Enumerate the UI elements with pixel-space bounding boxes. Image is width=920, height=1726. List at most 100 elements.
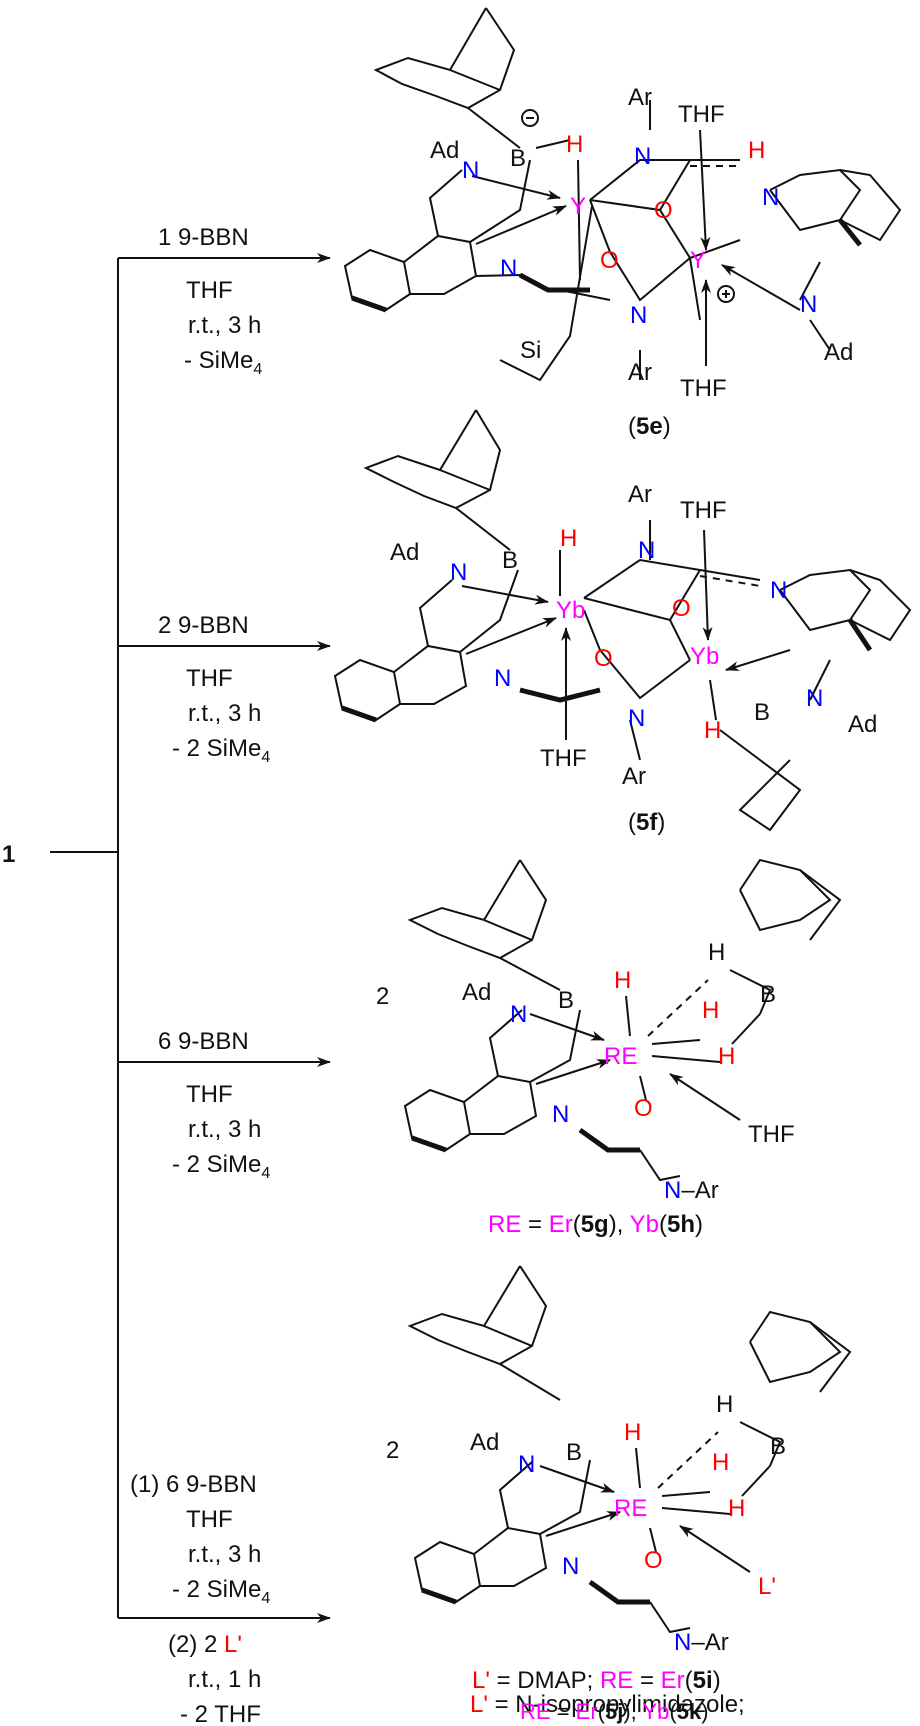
thf-bottom: THF xyxy=(680,375,727,402)
step1-byproduct: - 2 SiMe4 xyxy=(172,1576,270,1607)
o-atom: O xyxy=(594,645,613,672)
solvent-2: THF xyxy=(186,665,233,692)
caption-5jk: RE = Er(5j), Yb(5k) xyxy=(520,1699,709,1724)
product-5gh: 2 Ad N B H RE N O N–Ar H H B H THF RE = … xyxy=(376,858,842,1238)
product-5e: Ad N B H Y N O Si N Ar Ar N THF H O Y N … xyxy=(343,7,902,440)
ad-label: Ad xyxy=(430,137,459,164)
step2-temp: r.t., 1 h xyxy=(188,1666,261,1693)
n-imine: N xyxy=(450,559,467,586)
h-atom-2: H xyxy=(702,997,719,1024)
h-atom-2: H xyxy=(712,1449,729,1476)
product-5f: Ad N B H Yb N O THF N Ar Ar N THF O Yb N… xyxy=(333,409,912,836)
reagent-1: 1 9-BBN xyxy=(158,224,249,251)
conditions-1: 1 9-BBN THF r.t., 3 h - SiMe4 xyxy=(158,224,262,378)
b-atom: B xyxy=(566,1439,582,1466)
solvent-3: THF xyxy=(186,1081,233,1108)
caption-line-2: L' = N-isopropylimidazole; xyxy=(470,1691,745,1718)
o-atom-2: O xyxy=(672,595,691,622)
o-atom-2: O xyxy=(654,197,673,224)
step1-temp: r.t., 3 h xyxy=(188,1541,261,1568)
conditions-4: (1) 6 9-BBN THF r.t., 3 h - 2 SiMe4 (2) … xyxy=(130,1471,270,1726)
step2-byproduct: - 2 THF xyxy=(180,1701,261,1726)
ar-bottom: Ar xyxy=(622,763,646,790)
product-label-5e: (5e) xyxy=(628,413,671,440)
ad-label: Ad xyxy=(462,979,491,1006)
n-indole: N xyxy=(562,1553,579,1580)
n-amide: N xyxy=(628,705,645,732)
n-imine: N xyxy=(462,157,479,184)
step1-reagent: (1) 6 9-BBN xyxy=(130,1471,257,1498)
n-amide-top: N xyxy=(638,537,655,564)
n-amide: N–Ar xyxy=(664,1177,719,1204)
n-amide: N–Ar xyxy=(674,1629,729,1656)
n-imine: N xyxy=(518,1451,535,1478)
metal-yb-1: Yb xyxy=(556,597,585,624)
solvent-1: THF xyxy=(186,277,233,304)
h-atom-2: H xyxy=(704,717,721,744)
thf-ligand: THF xyxy=(748,1121,795,1148)
h-bridge: H xyxy=(708,939,725,966)
reagent-3: 6 9-BBN xyxy=(158,1028,249,1055)
thf-bottom: THF xyxy=(540,745,587,772)
byproduct-1: - SiMe4 xyxy=(184,347,262,378)
product-5ijk: 2 Ad N B H RE N O N–Ar H H B H L' L' = D… xyxy=(386,1265,852,1718)
n-indole-right: N xyxy=(762,184,779,211)
metal-re: RE xyxy=(614,1495,647,1522)
byproduct-3: - 2 SiMe4 xyxy=(172,1151,270,1182)
metal-re: RE xyxy=(604,1043,637,1070)
metal-y-2: Y xyxy=(690,247,706,274)
ad-label: Ad xyxy=(390,539,419,566)
ad-label: Ad xyxy=(470,1429,499,1456)
thf-top: THF xyxy=(680,497,727,524)
caption-line-1: L' = DMAP; RE = Er(5i) xyxy=(472,1667,721,1694)
b-atom-2: B xyxy=(754,699,770,726)
n-imine: N xyxy=(510,1001,527,1028)
h-bridge: H xyxy=(716,1391,733,1418)
branch-lines xyxy=(50,253,331,1623)
h-atom-1: H xyxy=(624,1419,641,1446)
h-atom: H xyxy=(566,131,583,158)
o-atom: O xyxy=(634,1095,653,1122)
caption-5gh: RE = Er(5g), Yb(5h) xyxy=(488,1211,703,1238)
step2-reagent: (2) 2 L' xyxy=(168,1631,242,1658)
start-compound: 1 xyxy=(2,841,15,868)
ligand-l: L' xyxy=(758,1573,776,1600)
conditions-2: 2 9-BBN THF r.t., 3 h - 2 SiMe4 xyxy=(158,612,270,766)
ar-bottom: Ar xyxy=(628,359,652,386)
b-atom: B xyxy=(510,145,526,172)
n-amide: N xyxy=(630,302,647,329)
temp-time-2: r.t., 3 h xyxy=(188,700,261,727)
coef: 2 xyxy=(376,983,389,1010)
metal-yb-2: Yb xyxy=(690,643,719,670)
h-atom-3: H xyxy=(728,1495,745,1522)
n-indole: N xyxy=(500,255,517,282)
ar-top: Ar xyxy=(628,84,652,111)
conditions-3: 6 9-BBN THF r.t., 3 h - 2 SiMe4 xyxy=(158,1028,270,1182)
coef: 2 xyxy=(386,1437,399,1464)
h-atom-1: H xyxy=(614,967,631,994)
n-imine-right: N xyxy=(800,291,817,318)
b-atom-2: B xyxy=(760,981,776,1008)
n-indole: N xyxy=(552,1101,569,1128)
ar-top: Ar xyxy=(628,481,652,508)
o-atom: O xyxy=(600,247,619,274)
metal-y-1: Y xyxy=(570,193,586,220)
temp-time-1: r.t., 3 h xyxy=(188,312,261,339)
n-imine-right: N xyxy=(806,685,823,712)
h-vinyl: H xyxy=(748,137,765,164)
h-atom: H xyxy=(560,525,577,552)
n-indole: N xyxy=(494,665,511,692)
b-atom: B xyxy=(558,987,574,1014)
reagent-2: 2 9-BBN xyxy=(158,612,249,639)
n-amide-top: N xyxy=(634,143,651,170)
product-label-5f: (5f) xyxy=(628,809,665,836)
byproduct-2: - 2 SiMe4 xyxy=(172,735,270,766)
ad-right: Ad xyxy=(824,339,853,366)
temp-time-3: r.t., 3 h xyxy=(188,1116,261,1143)
n-indole-right: N xyxy=(770,577,787,604)
b-atom: B xyxy=(502,547,518,574)
thf-top: THF xyxy=(678,101,725,128)
ad-right: Ad xyxy=(848,711,877,738)
h-atom-3: H xyxy=(718,1043,735,1070)
